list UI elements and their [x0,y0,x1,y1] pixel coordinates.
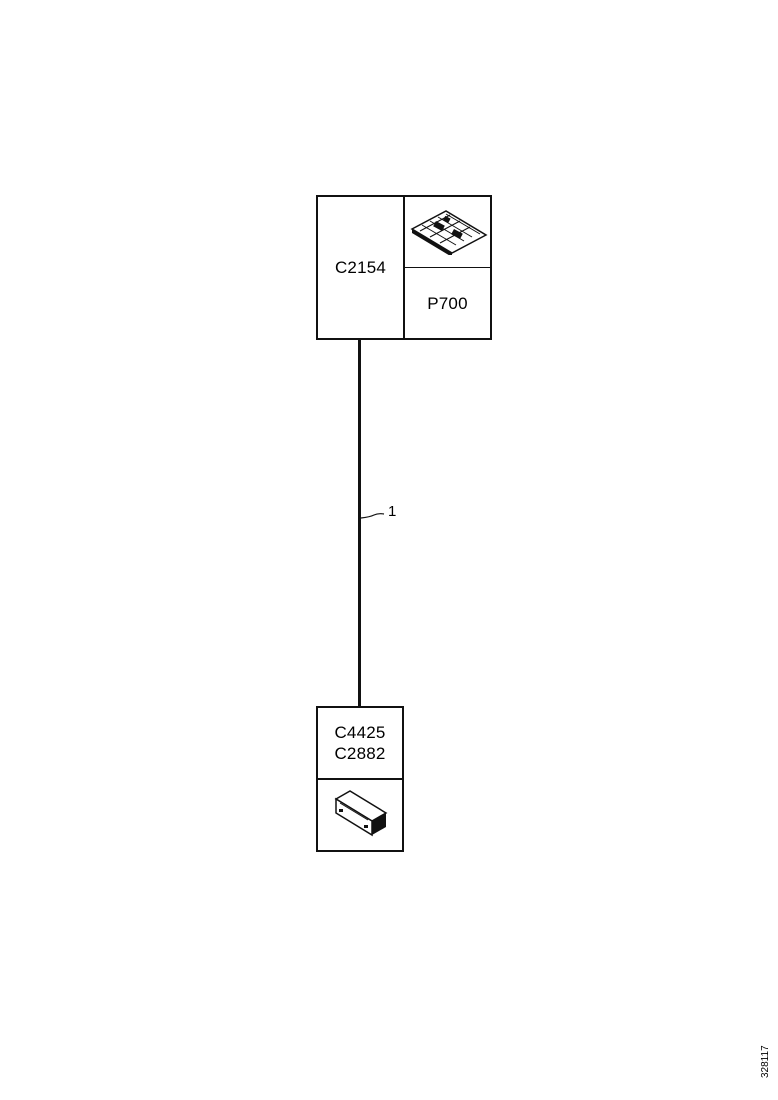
circuit-board-icon [406,205,490,260]
top-module-label: P700 [427,293,468,313]
top-connector-cell: C2154 [318,197,405,338]
connecting-wire [358,340,361,706]
reference-number: 328117 [760,1045,771,1078]
bottom-connector-cell: C4425 C2882 [318,708,402,780]
bottom-module-icon-cell [318,780,402,850]
top-module-icon-cell [405,197,490,268]
bottom-connector-label-2: C2882 [334,744,386,763]
control-module-icon [330,787,390,844]
bottom-unit: C4425 C2882 [316,706,404,852]
top-module-label-cell: P700 [405,268,490,338]
bottom-connector-label-1: C4425 [334,723,386,742]
top-connector-label: C2154 [334,258,387,277]
callout-leader [360,513,385,519]
wire-callout-number: 1 [388,503,397,520]
top-unit: C2154 P700 [316,195,492,340]
